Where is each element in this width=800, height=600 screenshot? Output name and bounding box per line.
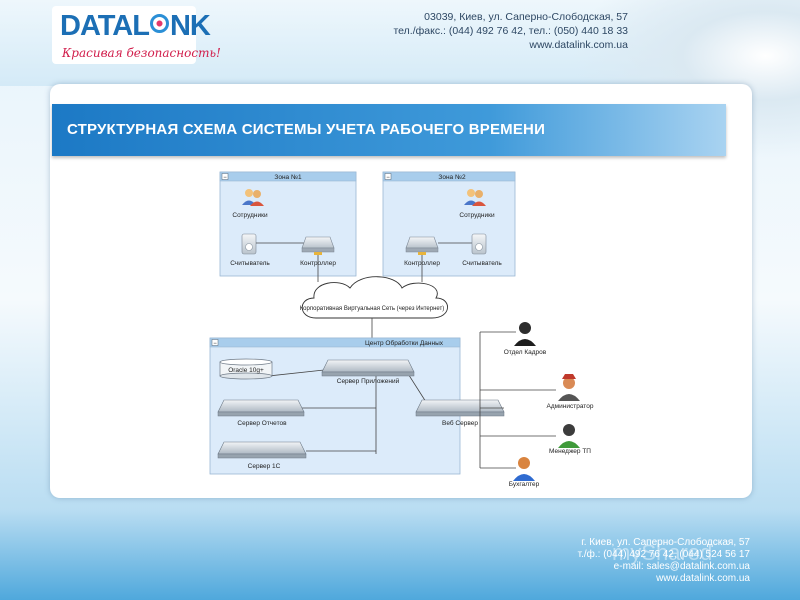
user-admin-label: Администратор	[547, 403, 594, 410]
network-cloud-icon	[301, 276, 448, 319]
database-label: Oracle 10g+	[228, 367, 264, 374]
zone-2-title: Зона №2	[438, 174, 466, 181]
zone-1-title: Зона №1	[274, 174, 302, 181]
header-phones: тел./факс.: (044) 492 76 42, тел.: (050)…	[393, 25, 628, 37]
zone-1-panel: − Зона №1	[219, 171, 357, 277]
footer-email[interactable]: e-mail: sales@datalink.com.ua	[613, 561, 750, 572]
user-hr-label: Отдел Кадров	[504, 349, 547, 356]
zone-2-panel: − Зона №2	[382, 171, 516, 277]
zone-1-reader-icon	[241, 233, 257, 255]
reports-server-label: Сервер Отчетов	[237, 420, 287, 427]
app-server-label: Сервер Приложений	[337, 377, 400, 385]
accountant-user-icon	[513, 457, 535, 481]
web-server-icon	[415, 399, 505, 417]
onec-server-icon	[217, 441, 307, 459]
zone-2-controller-icon	[405, 236, 439, 255]
slide-title: СТРУКТУРНАЯ СХЕМА СИСТЕМЫ УЧЕТА РАБОЧЕГО…	[67, 121, 546, 138]
zone-1-collapse-icon[interactable]: −	[223, 175, 227, 181]
zone-2-employees-label: Сотрудники	[459, 212, 495, 219]
data-center-collapse-icon[interactable]: −	[213, 341, 217, 347]
zone-1-controller-icon	[301, 236, 335, 255]
app-server-icon	[321, 359, 415, 377]
logo-disc-icon	[149, 14, 169, 33]
footer-phones: т./ф.: (044) 492 76 42, (044) 524 56 17	[577, 549, 750, 560]
zone-1-reader-label: Считыватель	[230, 260, 270, 267]
user-manager-label: Менеджер ТП	[549, 448, 591, 455]
data-center-title: Центр Обработки Данных	[365, 339, 444, 347]
manager-user-icon	[558, 424, 580, 448]
reports-server-icon	[217, 399, 305, 417]
user-accountant-label: Бухгалтер	[509, 481, 540, 488]
zone-1-employees-icon	[242, 189, 264, 206]
header-address: 03039, Киев, ул. Саперно-Слободская, 57	[424, 11, 628, 23]
header-website: www.datalink.com.ua	[529, 39, 628, 51]
footer-website[interactable]: www.datalink.com.ua	[656, 573, 750, 584]
header-contacts: 03039, Киев, ул. Саперно-Слободская, 57 …	[368, 10, 628, 52]
logo-tagline: Красивая безопасность!	[62, 46, 221, 60]
hr-user-icon	[514, 322, 536, 346]
zone-2-employees-icon	[464, 189, 486, 206]
slide-title-bar: СТРУКТУРНАЯ СХЕМА СИСТЕМЫ УЧЕТА РАБОЧЕГО…	[52, 104, 726, 156]
onec-server-label: Сервер 1С	[248, 463, 281, 470]
admin-user-icon	[558, 374, 580, 401]
network-label: Корпоративная Виртуальная Сеть (через Ин…	[300, 306, 445, 312]
structure-diagram: − Зона №1 Сотрудники Считыватель Контрол…	[209, 171, 594, 488]
oracle-database-icon	[219, 358, 273, 380]
web-server-label: Веб Сервер	[442, 419, 478, 427]
footer-address: г. Киев, ул. Саперно-Слободская, 57	[581, 537, 750, 548]
footer-contacts: г. Киев, ул. Саперно-Слободская, 57 т./ф…	[548, 537, 750, 585]
zone-1-employees-label: Сотрудники	[232, 212, 268, 219]
watermark: myShared	[612, 540, 713, 565]
zone-2-reader-icon	[471, 233, 487, 255]
zone-2-reader-label: Считыватель	[462, 260, 502, 267]
zone-2-collapse-icon[interactable]: −	[386, 175, 390, 181]
